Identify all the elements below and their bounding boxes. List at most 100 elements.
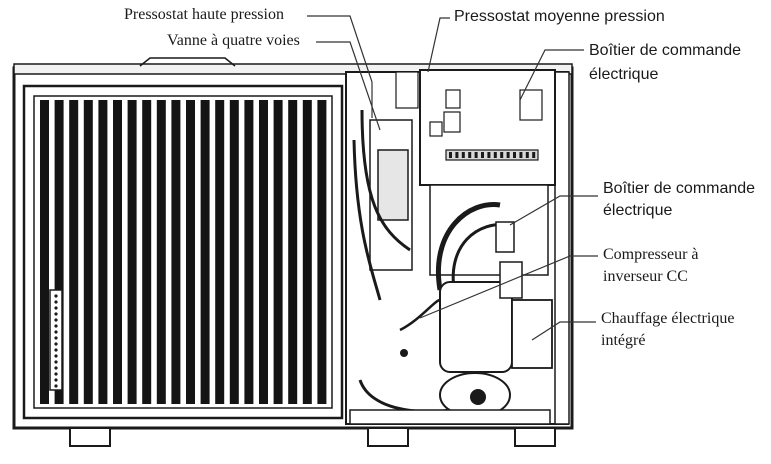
terminal-teeth — [449, 152, 536, 158]
label-compresseur-line-2: inverseur CC — [603, 268, 688, 286]
label-boitier-commande-2-line-2: électrique — [603, 202, 673, 220]
control-box-component-3 — [429, 121, 443, 137]
coil-fin — [215, 100, 225, 404]
coil-fin — [171, 100, 181, 404]
electric-heater — [511, 299, 553, 369]
top-handle — [139, 57, 236, 67]
coil-connector-strip — [49, 289, 63, 391]
label-compresseur-line-1: Compresseur à — [603, 246, 699, 263]
label-vanne-quatre-voies: Vanne à quatre voies — [167, 32, 300, 49]
control-box-tab — [395, 71, 419, 109]
leader-boitier-1 — [519, 49, 584, 101]
terminal-tooth — [481, 152, 484, 158]
label-chauffage-line-1: Chauffage électrique — [601, 310, 735, 327]
connector-dot — [54, 330, 58, 334]
compressor-pipe — [399, 298, 441, 332]
connector-dot — [54, 318, 58, 322]
compressor-bolt — [400, 349, 408, 357]
label-chauffage: Chauffage électrique intégré — [601, 310, 734, 351]
four-way-valve-body — [377, 149, 409, 221]
connector-dot — [54, 354, 58, 358]
connector-dot — [54, 342, 58, 346]
label-compresseur: Compresseur à inverseur CC — [603, 246, 699, 287]
label-boitier-commande-2: Boîtier de commande électrique — [603, 180, 755, 221]
connector-dot — [54, 300, 58, 304]
control-box-relay — [519, 89, 543, 121]
terminal-tooth — [468, 152, 472, 158]
connector-dot — [54, 372, 58, 376]
connector-dot — [54, 366, 58, 370]
valve-pipe-1 — [360, 109, 411, 252]
terminal-tooth — [487, 152, 491, 158]
coil-connector-dots — [54, 294, 58, 388]
coil-fin — [302, 100, 312, 404]
connector-dot — [54, 336, 58, 340]
label-pressostat-haute: Pressostat haute pression — [124, 6, 284, 23]
label-pressostat-moyenne: Pressostat moyenne pression — [454, 8, 665, 25]
control-box-component-2 — [443, 111, 461, 133]
coil-fin — [142, 100, 152, 404]
control-box-component-1 — [445, 89, 461, 109]
coil-fin — [69, 100, 79, 404]
fan-motor-hub — [470, 389, 486, 405]
leader-pressostat-haute — [307, 15, 373, 118]
connector-dot — [54, 312, 58, 316]
coil-fin — [317, 100, 327, 404]
connector-dot — [54, 294, 58, 298]
connector-dot — [54, 360, 58, 364]
coil-fin — [113, 100, 122, 404]
foot-middle — [367, 427, 409, 447]
connector-dot — [54, 384, 58, 388]
unit-top-rail — [13, 63, 573, 75]
coil-fins — [40, 100, 327, 404]
connector-dot — [54, 306, 58, 310]
label-boitier-commande-1-line-2: électrique — [589, 66, 659, 84]
label-boitier-commande-1: Boîtier de commande électrique — [589, 42, 741, 85]
terminal-tooth — [532, 152, 536, 158]
coil-fin — [200, 100, 210, 404]
leader-boitier-2 — [509, 195, 598, 226]
coil-fin — [127, 100, 137, 404]
label-chauffage-line-2: intégré — [601, 332, 646, 350]
terminal-tooth — [513, 152, 516, 158]
right-side-panel — [554, 71, 570, 425]
coil-fin — [83, 100, 93, 404]
control-box-terminal-strip — [445, 149, 539, 161]
coil-fin — [244, 100, 254, 404]
valve-pipe-2 — [352, 139, 382, 301]
terminal-tooth — [449, 152, 452, 158]
connector-dot — [54, 348, 58, 352]
foot-left — [69, 427, 111, 447]
connector-dot — [54, 324, 58, 328]
coil-fin — [186, 100, 195, 404]
bottom-tray — [349, 409, 551, 425]
terminal-tooth — [493, 152, 497, 158]
terminal-tooth — [455, 152, 459, 158]
terminal-tooth — [500, 152, 504, 158]
terminal-tooth — [525, 152, 529, 158]
leader-chauffage — [531, 321, 596, 341]
pipe-loop-1 — [436, 201, 501, 291]
coil-fin — [273, 100, 283, 404]
coil-fin — [98, 100, 108, 404]
label-boitier-commande-2-line-1: Boîtier de commande — [603, 180, 756, 197]
coil-frame-inner — [33, 95, 333, 409]
terminal-tooth — [461, 152, 465, 158]
coil-fin — [288, 100, 298, 404]
terminal-tooth — [519, 152, 523, 158]
coil-fin — [259, 100, 268, 404]
terminal-tooth — [506, 152, 510, 158]
foot-right — [514, 427, 556, 447]
coil-fin — [229, 100, 239, 404]
coil-fin — [40, 100, 49, 404]
terminal-tooth — [474, 152, 478, 158]
leader-pressostat-moyenne — [427, 17, 450, 73]
coil-fin — [156, 100, 166, 404]
coil-fin — [54, 100, 64, 404]
leader-compresseur — [419, 255, 598, 319]
leader-vanne — [316, 41, 381, 131]
connector-dot — [54, 378, 58, 382]
label-boitier-commande-1-line-1: Boîtier de commande — [589, 42, 742, 59]
